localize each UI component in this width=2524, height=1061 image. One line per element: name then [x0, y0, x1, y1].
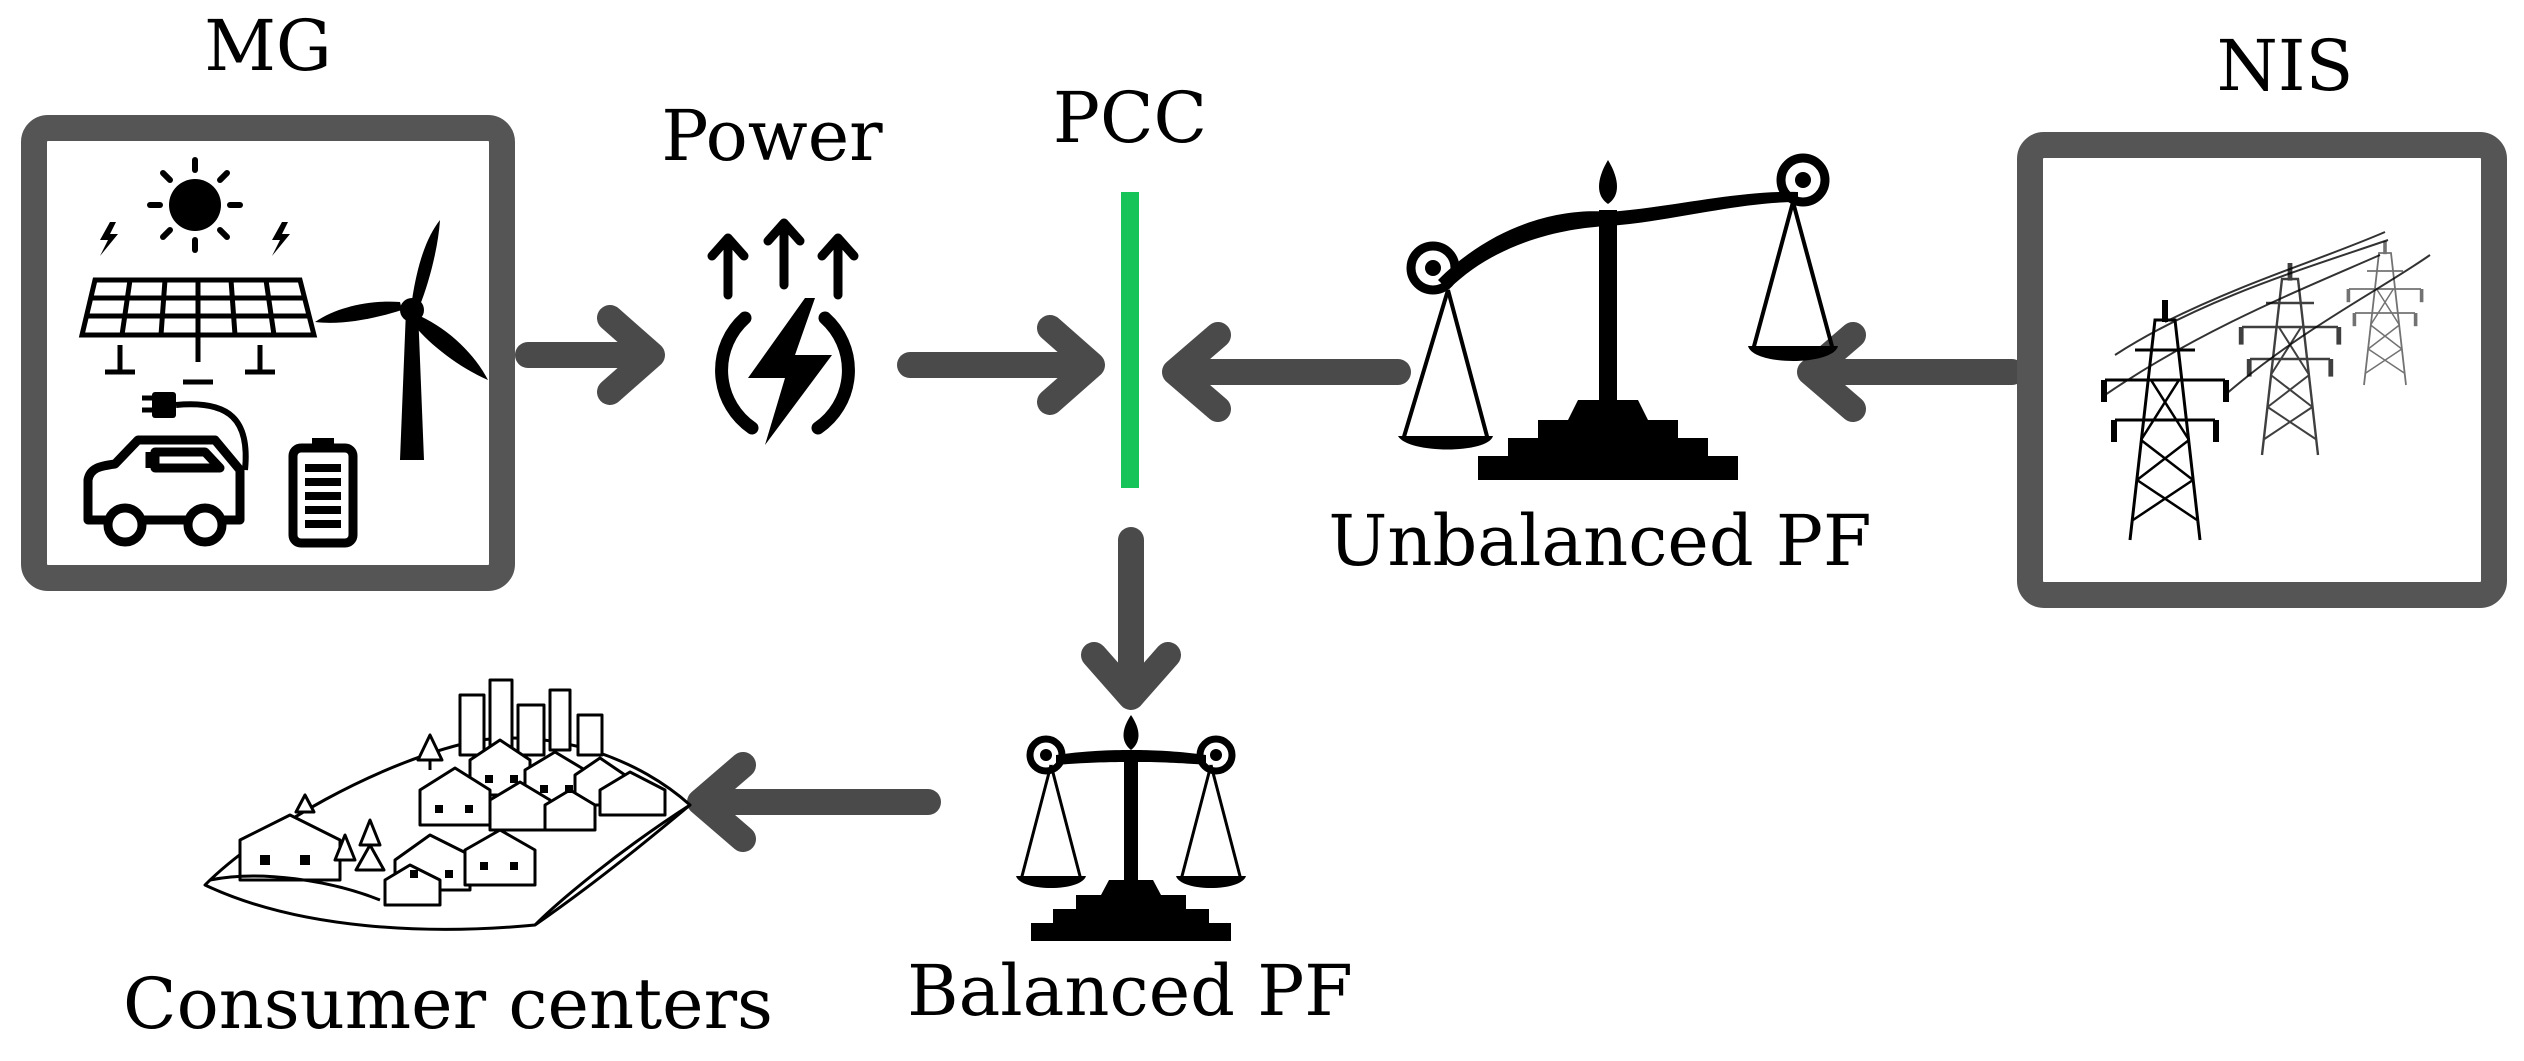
arrow-mg-to-power: [515, 305, 665, 405]
label-balanced-pf: Balanced PF: [907, 950, 1353, 1032]
label-power: Power: [661, 95, 883, 177]
label-consumer-centers: Consumer centers: [123, 963, 773, 1045]
wind-turbine-icon: [315, 220, 488, 460]
label-unbalanced-pf: Unbalanced PF: [1328, 500, 1871, 582]
arrow-nis-to-unbalanced: [1797, 322, 2025, 422]
arrow-unbalanced-to-pcc: [1162, 322, 1411, 422]
arrow-pcc-down: [1081, 527, 1181, 710]
spark-right-icon: [272, 222, 290, 256]
electric-car-icon: [83, 435, 245, 547]
arrow-power-to-pcc: [897, 315, 1105, 415]
arrow-balanced-to-consumers: [687, 752, 941, 852]
pcc-bus-bar: [1121, 192, 1139, 488]
label-mg: MG: [204, 5, 332, 87]
sun-icon: [147, 157, 243, 253]
transmission-tower-icon: [2099, 231, 2431, 542]
spark-left-icon: [100, 222, 118, 256]
plug-icon: [142, 392, 249, 471]
balance-scale-icon-unbalanced: [1398, 158, 1838, 480]
nis-box: [2017, 132, 2507, 608]
city-houses-icon: [203, 678, 692, 931]
mg-box: [21, 115, 515, 591]
label-pcc: PCC: [1053, 77, 1207, 159]
power-bolt-icon: [707, 218, 859, 445]
solar-panel-icon: [78, 277, 318, 385]
battery-icon: [288, 438, 358, 548]
balance-scale-icon-balanced: [1016, 715, 1246, 941]
label-nis: NIS: [2217, 25, 2354, 107]
